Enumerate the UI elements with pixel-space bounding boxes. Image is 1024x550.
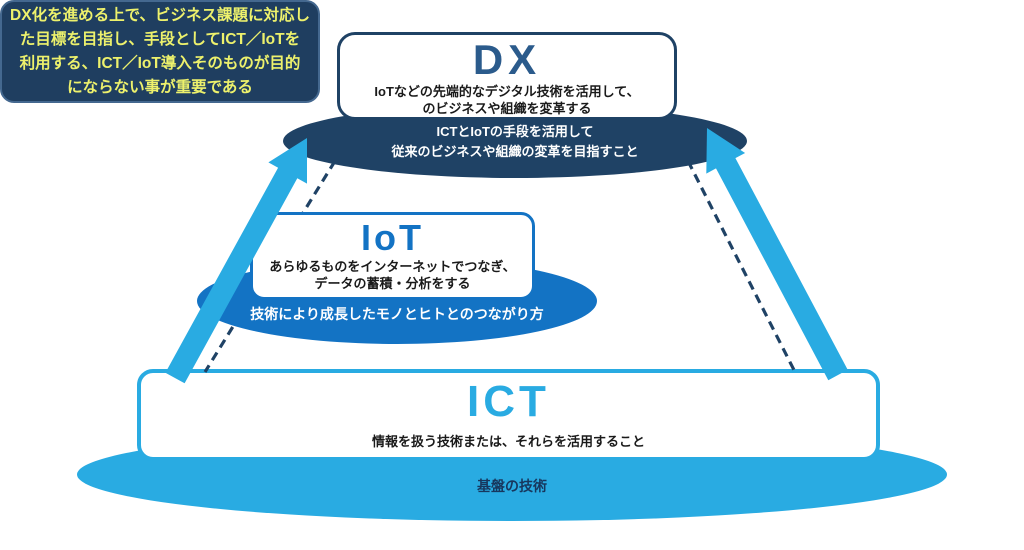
callout-note: DX化を進める上で、ビジネス課題に対応し た目標を目指し、手段としてICT／Io… <box>0 0 320 103</box>
ict-ellipse-caption: 基盤の技術 <box>477 478 547 494</box>
callout-line3: 利用する、ICT／IoT導入そのものが目的 <box>19 54 301 72</box>
dx-ellipse-caption: ICTとIoTの手段を活用して 従来のビジネスや組織の変革を目指すこと <box>283 122 747 162</box>
dx-ellipse-caption-line2: 従来のビジネスや組織の変革を目指すこと <box>391 144 639 159</box>
dx-ellipse-caption-line1: ICTとIoTの手段を活用して <box>436 124 594 139</box>
iot-description-line2: データの蓄積・分析をする <box>314 276 471 291</box>
ict-title: ICT <box>467 377 550 426</box>
dx-title: DX <box>472 36 542 83</box>
dx-description-line2: のビジネスや組織を変革する <box>422 101 592 116</box>
dx-box: DX IoTなどの先端的なデジタル技術を活用して、 のビジネスや組織を変革する <box>337 32 677 120</box>
iot-description-line1: あらゆるものをインターネットでつなぎ、 <box>269 259 516 274</box>
ict-description: 情報を扱う技術または、それらを活用すること <box>371 434 645 449</box>
iot-box: IoT あらゆるものをインターネットでつなぎ、 データの蓄積・分析をする <box>250 212 535 300</box>
iot-ellipse-caption: 技術により成長したモノとヒトとのつながり方 <box>250 306 544 322</box>
ict-box: ICT 情報を扱う技術または、それらを活用すること <box>137 369 880 461</box>
callout-line1: DX化を進める上で、ビジネス課題に対応し <box>10 6 310 24</box>
callout-line4: にならない事が重要である <box>67 78 253 96</box>
right-dashed-line <box>686 160 797 373</box>
iot-title: IoT <box>361 217 424 258</box>
callout-line2: た目標を目指し、手段としてICT／IoTを <box>19 30 301 48</box>
right-up-arrow-icon <box>706 128 848 381</box>
dx-description-line1: IoTなどの先端的なデジタル技術を活用して、 <box>374 84 640 99</box>
